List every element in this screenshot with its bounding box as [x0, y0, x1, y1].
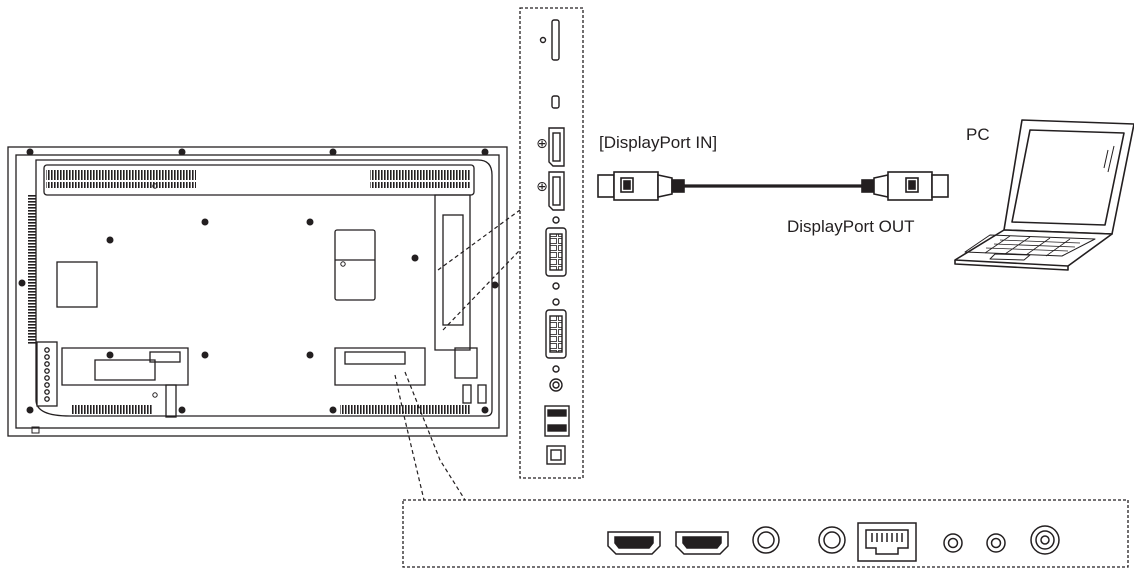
top-vent-left: [46, 170, 196, 180]
laptop-icon: [954, 119, 1134, 271]
hdmi-port: [607, 531, 661, 555]
svg-text:⊕: ⊕: [536, 136, 548, 152]
vesa-mount: [334, 229, 376, 301]
top-vent-right: [370, 170, 470, 180]
audio-jack: [549, 378, 563, 392]
displayport-out-label: DisplayPort OUT: [787, 217, 915, 236]
side-vent-left: [28, 195, 36, 345]
rca-jack: [1030, 525, 1060, 555]
display-inner-frame: [15, 154, 500, 429]
side-port-callout: [519, 7, 584, 479]
screw-holes: [18, 148, 499, 414]
side-port-bay: [434, 194, 471, 351]
stand-bracket: [61, 347, 189, 386]
svg-text:⊕: ⊕: [536, 179, 548, 195]
side-port-strip: ⊕ ⊕: [536, 19, 570, 465]
display-back-cover: [35, 159, 493, 417]
bottom-vent-right: [340, 405, 470, 414]
audio-jack: [818, 526, 846, 554]
service-port: [546, 445, 566, 465]
button-dots: [44, 347, 50, 402]
hdmi-port: [675, 531, 729, 555]
laptop-base: [954, 229, 1113, 267]
audio-jack: [986, 533, 1006, 553]
bottom-vent-left: [72, 405, 152, 414]
rear-port-bay: [334, 347, 426, 386]
bottom-port-callout: [402, 499, 1129, 568]
callout-leaders: [394, 209, 521, 501]
bottom-port-strip: [607, 522, 1060, 562]
pc-label: PC: [966, 125, 990, 144]
audio-jack: [943, 533, 963, 553]
cable-connector-left: [597, 174, 615, 198]
control-buttons: [36, 341, 58, 407]
audio-jack: [752, 526, 780, 554]
displayport-cable: [597, 171, 949, 201]
rating-label: [56, 261, 98, 308]
display-rear-panel: [7, 146, 508, 437]
displayport-in-label: [DisplayPort IN]: [599, 133, 718, 152]
